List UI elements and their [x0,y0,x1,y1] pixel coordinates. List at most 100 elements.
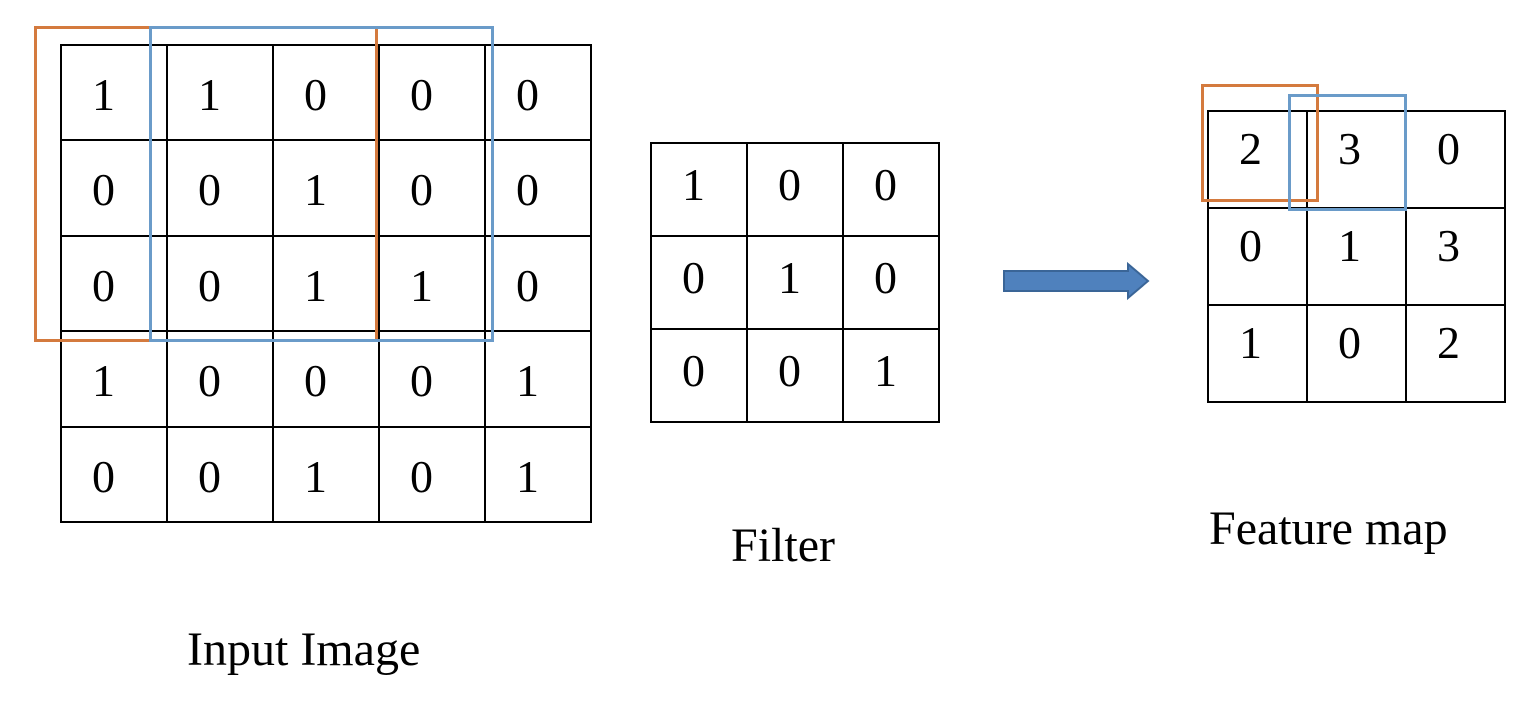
input-cell: 0 [60,234,168,333]
input-image-caption: Input Image [187,623,421,676]
input-cell: 1 [378,234,486,333]
filter-cell: 1 [746,235,844,330]
input-cell-value: 0 [92,259,115,311]
filter-cell-value: 0 [682,252,705,303]
input-cell: 0 [166,425,274,524]
filter-cell: 0 [746,328,844,423]
feature-cell-value: 0 [1437,123,1460,174]
feature-map-grid: 2 3 0 0 1 3 1 0 2 [1207,110,1506,403]
input-cell-value: 1 [410,259,433,311]
input-cell: 1 [272,139,380,237]
input-cell-value: 1 [92,355,115,407]
input-cell-value: 0 [516,259,539,311]
input-cell: 0 [60,139,168,237]
filter-cell-value: 0 [778,159,801,210]
input-cell-value: 1 [92,69,115,120]
filter-cell: 0 [842,142,940,237]
input-cell: 0 [166,330,274,428]
input-cell-value: 1 [198,69,221,120]
input-cell-value: 0 [410,69,433,120]
filter-cell-value: 0 [874,159,897,210]
filter-cell: 0 [650,328,748,423]
filter-row-2: 0 1 0 [650,235,940,330]
input-cell: 0 [484,43,592,142]
feature-cell-value: 1 [1338,220,1361,271]
input-cell: 0 [166,139,274,237]
input-cell: 0 [378,330,486,428]
input-cell: 1 [166,43,274,142]
feature-cell-value: 1 [1239,317,1262,368]
input-cell: 0 [272,330,380,428]
filter-cell: 0 [842,235,940,330]
feature-cell: 3 [1306,110,1407,209]
filter-row-1: 1 0 0 [650,142,940,237]
filter-cell-value: 0 [874,252,897,303]
feature-cell-value: 0 [1338,317,1361,368]
input-cell-value: 1 [304,259,327,311]
input-cell: 0 [378,425,486,524]
input-cell: 1 [60,43,168,142]
input-cell-value: 1 [304,164,327,216]
input-cell: 1 [272,234,380,333]
input-cell-value: 0 [198,164,221,216]
filter-grid: 1 0 0 0 1 0 0 0 1 [650,142,940,423]
input-cell-value: 0 [198,355,221,407]
feature-cell-value: 2 [1239,123,1262,174]
input-row-5: 0 0 1 0 1 [60,425,592,524]
feature-cell: 1 [1306,207,1407,306]
arrow-shape [1003,261,1150,301]
feature-cell-value: 2 [1437,317,1460,368]
filter-row-3: 0 0 1 [650,328,940,423]
input-cell-value: 0 [304,355,327,407]
input-cell-value: 0 [304,69,327,120]
feature-cell-value: 3 [1437,220,1460,271]
filter-cell: 0 [650,235,748,330]
feature-cell: 0 [1306,304,1407,403]
input-cell: 1 [484,330,592,428]
input-cell-value: 0 [198,259,221,311]
feature-cell: 1 [1207,304,1308,403]
input-cell: 0 [378,139,486,237]
input-cell-value: 1 [304,450,327,502]
feature-cell: 2 [1207,110,1308,209]
input-cell-value: 0 [92,164,115,216]
input-cell-value: 0 [410,164,433,216]
input-cell: 0 [484,139,592,237]
input-cell-value: 0 [516,164,539,216]
feature-cell: 0 [1405,110,1506,209]
feature-cell-value: 0 [1239,220,1262,271]
input-cell: 0 [378,43,486,142]
input-cell: 0 [60,425,168,524]
feature-cell: 2 [1405,304,1506,403]
input-cell: 0 [272,43,380,142]
input-cell-value: 0 [92,450,115,502]
filter-cell-value: 1 [874,345,897,396]
feature-row-3: 1 0 2 [1207,304,1506,403]
input-cell: 1 [272,425,380,524]
filter-caption: Filter [731,519,835,572]
input-row-4: 1 0 0 0 1 [60,330,592,428]
filter-cell-value: 0 [682,345,705,396]
feature-cell: 0 [1207,207,1308,306]
feature-cell: 3 [1405,207,1506,306]
filter-cell-value: 1 [778,252,801,303]
input-cell-value: 1 [516,355,539,407]
input-cell: 0 [166,234,274,333]
feature-map-caption: Feature map [1209,502,1448,555]
feature-cell-value: 3 [1338,123,1361,174]
input-row-2: 0 0 1 0 0 [60,139,592,237]
filter-cell-value: 0 [778,345,801,396]
input-cell-value: 1 [516,450,539,502]
feature-row-1: 2 3 0 [1207,110,1506,209]
input-cell-value: 0 [516,69,539,120]
feature-row-2: 0 1 3 [1207,207,1506,306]
input-row-1: 1 1 0 0 0 [60,43,592,142]
filter-cell-value: 1 [682,159,705,210]
input-cell: 1 [484,425,592,524]
filter-cell: 1 [842,328,940,423]
filter-cell: 0 [746,142,844,237]
input-row-3: 0 0 1 1 0 [60,234,592,333]
input-cell: 1 [60,330,168,428]
input-cell-value: 0 [198,450,221,502]
input-cell: 0 [484,234,592,333]
